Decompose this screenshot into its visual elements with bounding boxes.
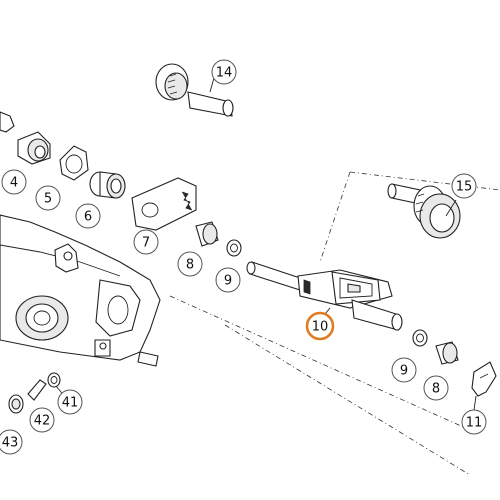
callout-label: 6 <box>84 210 92 225</box>
callout-15: 15 <box>451 173 477 199</box>
callout-label: 42 <box>34 414 51 429</box>
callout-9-upper: 9 <box>215 267 241 293</box>
callout-label: 5 <box>44 192 52 207</box>
callout-42: 42 <box>29 407 55 433</box>
part-11-circlip <box>471 361 497 411</box>
callout-14: 14 <box>211 59 237 85</box>
callout-label: 8 <box>432 382 440 397</box>
part-9-washer-lower <box>412 329 428 347</box>
callout-label: 41 <box>62 396 79 411</box>
callout-label: 8 <box>186 258 194 273</box>
callout-10-highlighted[interactable]: 10 <box>305 311 335 341</box>
callout-label: 15 <box>456 180 473 195</box>
callout-label: 43 <box>2 436 19 451</box>
part-15-selector-gear <box>387 183 461 239</box>
callout-8-upper: 8 <box>177 251 203 277</box>
callout-4: 4 <box>1 169 27 195</box>
callout-11: 11 <box>461 409 487 435</box>
part-8-bushing-lower <box>435 341 459 365</box>
callout-9-lower: 9 <box>391 357 417 383</box>
part-14-shift-gear <box>155 63 234 117</box>
callout-label: 9 <box>400 364 408 379</box>
callout-label: 9 <box>224 274 232 289</box>
part-5-lock-washer <box>59 145 89 181</box>
callout-label: 14 <box>216 66 233 81</box>
callout-43: 43 <box>0 429 23 455</box>
part-41-washer <box>47 372 61 388</box>
callout-8-lower: 8 <box>423 375 449 401</box>
callout-label: 7 <box>142 236 150 251</box>
part-10-shift-shaft <box>246 261 403 331</box>
part-7-shift-plate <box>131 177 197 231</box>
part-43-roller <box>8 394 24 414</box>
part-42-pin <box>27 379 47 401</box>
callout-41: 41 <box>57 389 83 415</box>
part-6-sleeve <box>89 171 126 199</box>
gearbox-housing <box>0 214 161 367</box>
callout-7: 7 <box>133 229 159 255</box>
callout-label: 4 <box>10 176 18 191</box>
callout-6: 6 <box>75 203 101 229</box>
part-9-washer-upper <box>226 239 242 257</box>
partial-part-edge <box>0 111 15 133</box>
assembly-guide-lines <box>169 171 500 476</box>
callout-5: 5 <box>35 185 61 211</box>
part-8-bushing-upper <box>195 221 219 247</box>
callout-label: 10 <box>312 320 329 335</box>
callout-label: 11 <box>466 416 483 431</box>
part-4-bushing <box>17 131 51 165</box>
